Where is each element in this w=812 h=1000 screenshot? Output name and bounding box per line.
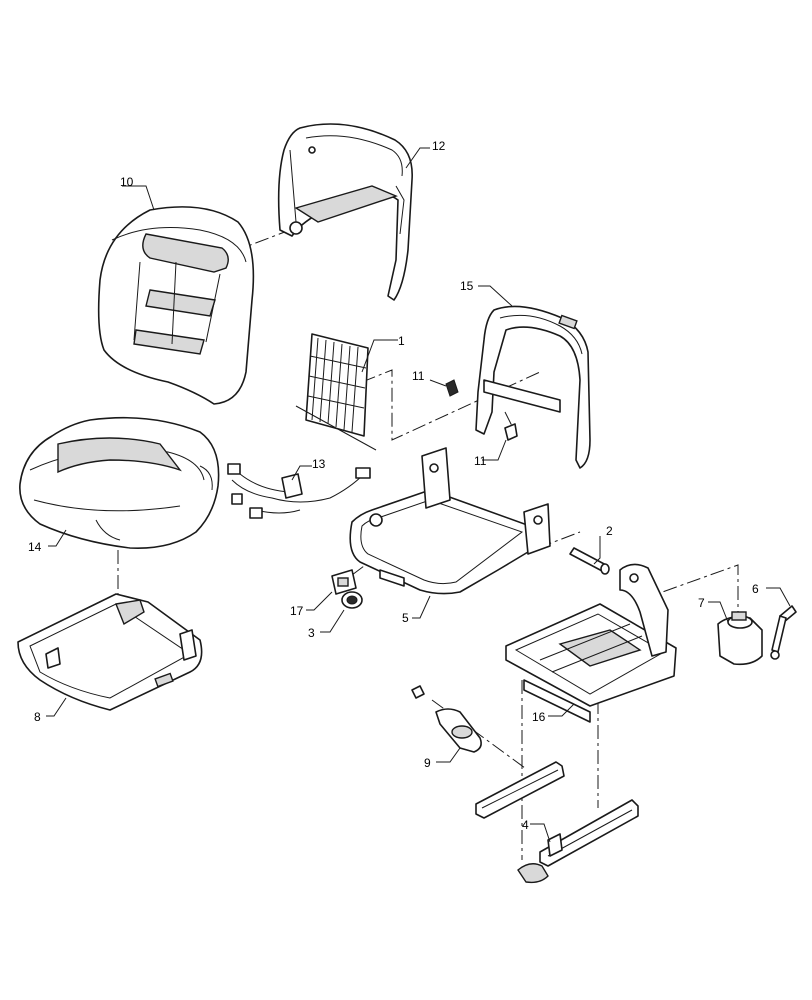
part-17-switch [331, 569, 357, 595]
part-14-seat-cushion [19, 416, 220, 549]
callout-15: 15 [460, 279, 474, 293]
part-2-pin [569, 547, 610, 575]
part-15-backrest-frame [475, 305, 591, 469]
callout-12: 12 [432, 139, 446, 153]
part-13-wire-harness [227, 463, 371, 519]
part-7-compressor [717, 611, 763, 666]
part-12-back-shell [277, 123, 413, 301]
part-10-back-cushion [97, 206, 255, 405]
callout-16: 16 [532, 710, 546, 724]
callout-8: 8 [34, 710, 41, 724]
leader-lines [46, 147, 791, 843]
part-3-knob [341, 591, 363, 609]
part-8-seat-base [17, 593, 203, 711]
callout-7: 7 [698, 596, 705, 610]
callout-labels: 1 2 3 4 5 6 7 8 9 10 11 11 12 13 14 15 1… [28, 139, 759, 832]
part-6-gas-spring [770, 605, 797, 660]
callout-11-lower: 11 [474, 454, 487, 468]
callout-13: 13 [312, 457, 326, 471]
callout-1: 1 [398, 334, 405, 348]
part-9-bracket [411, 685, 482, 753]
callout-10: 10 [120, 175, 134, 189]
callout-3: 3 [308, 626, 315, 640]
callout-11-upper: 11 [412, 369, 425, 383]
part-16-suspension [505, 563, 677, 723]
callout-4: 4 [522, 818, 529, 832]
part-5-seat-frame [349, 447, 551, 595]
callout-6: 6 [752, 582, 759, 596]
callout-9: 9 [424, 756, 431, 770]
callout-14: 14 [28, 540, 42, 554]
part-1-lumbar-grid [295, 333, 377, 451]
callout-2: 2 [606, 524, 613, 538]
part-4-seat-rails [475, 761, 639, 884]
callout-5: 5 [402, 611, 409, 625]
callout-17: 17 [290, 604, 304, 618]
part-11-screws [445, 379, 518, 441]
